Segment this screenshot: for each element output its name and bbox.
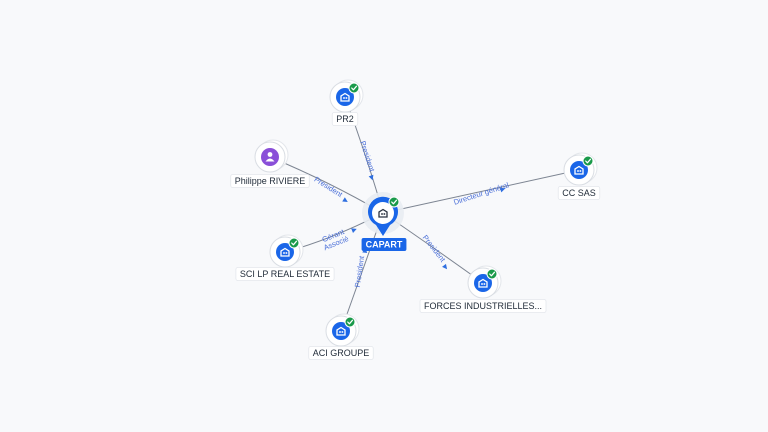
- edge-ccsas: Directeur général: [382, 169, 580, 214]
- node-label-text: PR2: [336, 114, 354, 124]
- node-label: CC SAS: [557, 186, 601, 200]
- node-label: SCI LP REAL ESTATE: [235, 267, 335, 281]
- verified-check-icon: [486, 268, 498, 280]
- edge-label: President: [313, 175, 345, 200]
- verified-check-icon: [288, 237, 300, 249]
- node-label: Philippe RIVIERE: [230, 174, 310, 188]
- edge-arrow-icon: [368, 174, 374, 181]
- building-icon: [336, 326, 346, 336]
- edge-arrow-icon: [442, 263, 448, 270]
- node-icon-disc: [261, 148, 279, 166]
- node-label: FORCES INDUSTRIELLES...: [419, 299, 547, 313]
- building-icon: [574, 165, 584, 175]
- node-pr2[interactable]: PR2: [329, 79, 364, 126]
- node-forces[interactable]: FORCES INDUSTRIELLES...: [419, 265, 547, 313]
- edge-arrow-icon: [499, 187, 506, 193]
- building-icon: [378, 208, 388, 218]
- center-label-text: CAPART: [366, 240, 403, 250]
- verified-check-icon: [388, 196, 400, 208]
- node-label-text: Philippe RIVIERE: [235, 176, 306, 186]
- edge-arrow-icon: [351, 228, 357, 234]
- edge-arrow-icon: [342, 197, 348, 202]
- edge-label: President: [353, 254, 366, 288]
- node-philippe[interactable]: Philippe RIVIERE: [230, 139, 310, 188]
- node-ccsas[interactable]: CC SAS: [557, 152, 601, 200]
- node-aci[interactable]: ACI GROUPE: [308, 313, 374, 360]
- building-icon: [340, 92, 350, 102]
- verified-check-icon: [582, 155, 594, 167]
- edge-label: President: [421, 233, 448, 264]
- verified-check-icon: [344, 316, 356, 328]
- verified-check-icon: [348, 82, 360, 94]
- node-label-text: CC SAS: [562, 188, 596, 198]
- center-node-capart[interactable]: CAPART: [361, 192, 407, 251]
- edge-label: Directeur général: [452, 180, 510, 206]
- node-label: ACI GROUPE: [308, 346, 374, 360]
- node-label-text: FORCES INDUSTRIELLES...: [424, 301, 542, 311]
- node-label: PR2: [331, 112, 359, 126]
- building-icon: [280, 247, 290, 257]
- node-label-text: SCI LP REAL ESTATE: [240, 269, 330, 279]
- edge-label: President: [358, 140, 377, 174]
- node-label-text: ACI GROUPE: [313, 348, 370, 358]
- building-icon: [478, 278, 488, 288]
- edge-line: [382, 169, 580, 214]
- node-scilp[interactable]: SCI LP REAL ESTATE: [235, 234, 335, 281]
- center-label: CAPART: [361, 238, 407, 251]
- person-icon: [265, 152, 275, 162]
